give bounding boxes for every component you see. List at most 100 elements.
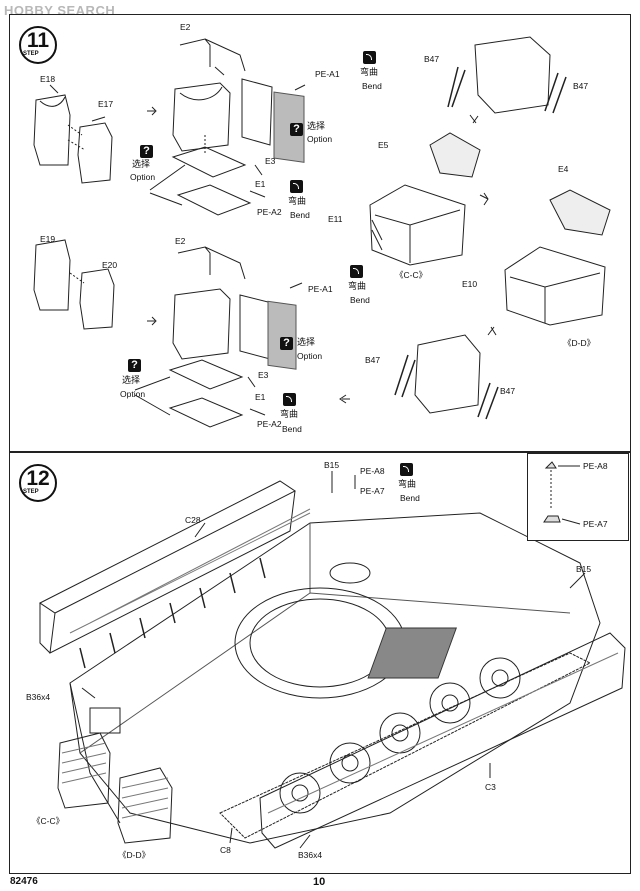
step-11-drawing <box>33 36 611 428</box>
plate-e1a <box>171 146 247 178</box>
bin-dd <box>117 767 173 844</box>
label-pea2b: PE-A2 <box>257 419 282 429</box>
label-c3: C3 <box>485 782 496 792</box>
bend-icon <box>400 463 413 476</box>
label-b47c: B47 <box>365 355 381 365</box>
bracket-e2a <box>179 38 246 72</box>
label-dd: 《D-D》 <box>563 338 596 348</box>
road-wheel <box>279 772 321 814</box>
option-cn-2: 选择 <box>307 122 326 132</box>
bin-e20 <box>79 268 115 330</box>
option-en-3: Option <box>297 351 323 361</box>
step-11-badge: 11 STEP <box>18 25 58 65</box>
plate-e1b <box>168 359 244 390</box>
label-e19: E19 <box>40 234 56 244</box>
label-e18: E18 <box>40 74 56 84</box>
step-12-panel: 12 STEP B15 PE-A8 PE-A7 弯曲 Bend C28 B15 … <box>9 452 631 874</box>
label-e2b: E2 <box>175 236 186 246</box>
label-e3b: E3 <box>258 370 269 380</box>
label-e4: E4 <box>558 164 569 174</box>
bend-en-2: Bend <box>290 210 310 220</box>
product-code: 82476 <box>10 876 38 887</box>
bin-assembly-1 <box>172 82 231 152</box>
plate-pea2a <box>176 184 252 216</box>
label-cc: 《C-C》 <box>395 270 428 280</box>
panel-e3a <box>241 78 273 146</box>
label-b36b: B36x4 <box>298 850 323 860</box>
bend-icon <box>350 265 363 278</box>
label-e20: E20 <box>102 260 118 270</box>
bin-e19 <box>33 239 71 311</box>
mesh-pea1a <box>273 91 305 163</box>
option-icon: ? <box>128 359 141 372</box>
bend-en-1: Bend <box>362 81 382 91</box>
hull <box>69 512 601 844</box>
skirt-c3 <box>259 632 626 849</box>
bin-e17 <box>77 122 113 184</box>
bend-en-4: Bend <box>282 424 302 434</box>
bend-cn-5: 弯曲 <box>398 480 417 490</box>
bend-icon <box>363 51 376 64</box>
label-e10: E10 <box>462 279 478 289</box>
label-dd: 《D-D》 <box>118 850 151 860</box>
detail-inset: PE-A8 PE-A7 <box>527 453 629 541</box>
road-wheel <box>479 657 521 699</box>
option-icon: ? <box>140 145 153 158</box>
option-en-1: Option <box>130 172 156 182</box>
bracket-e2b <box>177 246 246 280</box>
bend-icon <box>283 393 296 406</box>
bend-icon <box>290 180 303 193</box>
label-c8: C8 <box>220 845 231 855</box>
label-b15b: B15 <box>576 564 592 574</box>
crate-e11 <box>369 184 466 266</box>
label-b15a: B15 <box>324 460 340 470</box>
panel-e3b <box>239 294 273 360</box>
inset-label-pea8: PE-A8 <box>583 461 608 471</box>
step-11-panel: 11 STEP E18 E17 E2 PE-A1 E3 E1 PE-A2 ? 选… <box>9 14 631 452</box>
label-e3a: E3 <box>265 156 276 166</box>
option-en-4: Option <box>120 389 146 399</box>
bin-b47-top <box>474 36 551 114</box>
label-e17: E17 <box>98 99 114 109</box>
bend-cn-3: 弯曲 <box>348 282 367 292</box>
lid-e4 <box>549 189 611 236</box>
bend-en-3: Bend <box>350 295 370 305</box>
engine-grille <box>367 627 457 679</box>
label-e5: E5 <box>378 140 389 150</box>
label-pea1b: PE-A1 <box>308 284 333 294</box>
label-e2a: E2 <box>180 22 191 32</box>
crate-e10 <box>504 246 606 326</box>
label-cc: 《C-C》 <box>32 816 65 826</box>
option-cn-3: 选择 <box>297 338 316 348</box>
plate-pea2b <box>168 397 244 428</box>
label-e1a: E1 <box>255 179 266 189</box>
label-e1b: E1 <box>255 392 266 402</box>
option-cn-4: 选择 <box>122 376 141 386</box>
label-b47a: B47 <box>424 54 440 64</box>
page-number: 10 <box>313 876 326 888</box>
option-icon: ? <box>280 337 293 350</box>
label-pea2a: PE-A2 <box>257 207 282 217</box>
bend-cn-4: 弯曲 <box>280 410 299 420</box>
step-12-drawing <box>39 471 626 849</box>
label-b47b: B47 <box>573 81 589 91</box>
inset-label-pea7: PE-A7 <box>583 519 608 529</box>
lid-e5 <box>429 132 481 178</box>
label-pea1a: PE-A1 <box>315 69 340 79</box>
track <box>219 652 592 839</box>
label-pea8: PE-A8 <box>360 466 385 476</box>
option-cn-1: 选择 <box>132 160 151 170</box>
option-en-2: Option <box>307 134 333 144</box>
bend-cn-1: 弯曲 <box>360 68 379 78</box>
bin-e18 <box>33 94 71 166</box>
label-pea7: PE-A7 <box>360 486 385 496</box>
label-e11: E11 <box>328 214 343 224</box>
bin-assembly-2 <box>172 288 231 360</box>
mesh-pea1b <box>267 300 297 370</box>
bin-b47-bottom <box>414 334 481 414</box>
turret-ring <box>234 587 406 699</box>
road-wheel <box>379 712 421 754</box>
bend-en-5: Bend <box>400 493 420 503</box>
label-b47d: B47 <box>500 386 516 396</box>
step-12-badge: 12 STEP <box>18 463 58 503</box>
